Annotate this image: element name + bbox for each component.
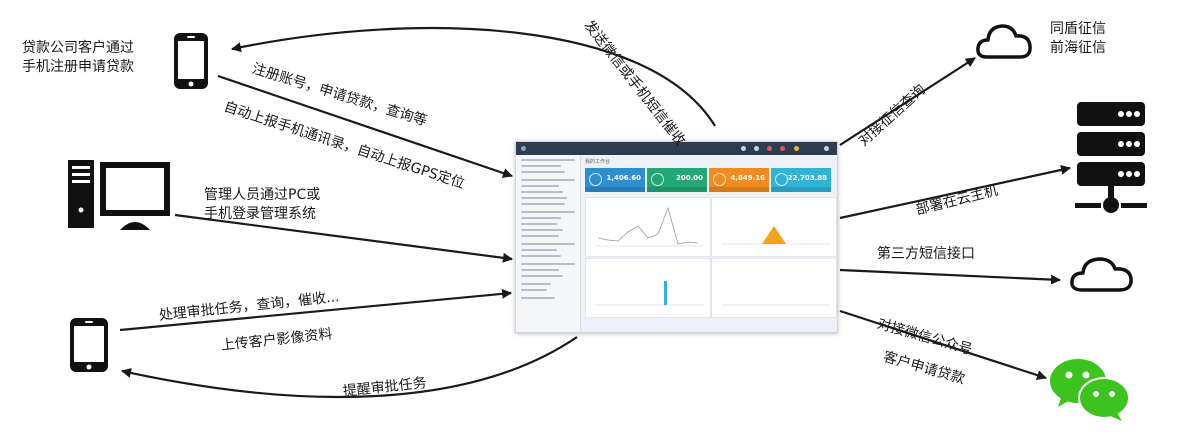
gauge-icon bbox=[651, 173, 664, 186]
arrow-phone-to-system-tasks bbox=[119, 288, 512, 332]
arrow-pc-to-system bbox=[174, 213, 513, 263]
loan-company-register-label: 贷款公司客户通过 手机注册申请贷款 bbox=[22, 40, 134, 75]
stat-card: 200.00 bbox=[647, 168, 707, 192]
line-chart-panel bbox=[585, 197, 711, 257]
sidebar-item bbox=[521, 269, 559, 271]
sidebar-item bbox=[521, 249, 557, 251]
mobile-phone-icon bbox=[70, 318, 108, 372]
sidebar-item bbox=[521, 255, 561, 257]
desktop-computer-icon bbox=[68, 160, 170, 230]
sidebar-item bbox=[521, 223, 557, 225]
stat-value: 22,703.88 bbox=[787, 174, 827, 182]
sidebar-item bbox=[521, 217, 561, 219]
menu-icon bbox=[521, 146, 526, 151]
bar-chart-panel bbox=[711, 258, 837, 318]
sidebar-item bbox=[521, 235, 559, 237]
sidebar-item bbox=[521, 185, 559, 187]
sidebar-item bbox=[521, 197, 567, 199]
dashboard-main: 我的工作台 1,406.60 200.00 4,849.16 22,703.88 bbox=[582, 155, 837, 332]
cloud-icon bbox=[976, 24, 1032, 59]
area-chart-panel bbox=[711, 197, 837, 257]
sidebar-item bbox=[521, 229, 563, 231]
admin-login-label: 管理人员通过PC或 手机登录管理系统 bbox=[204, 187, 321, 222]
stat-value: 4,849.16 bbox=[730, 174, 765, 182]
sidebar-item bbox=[521, 289, 547, 291]
sidebar-item bbox=[521, 191, 563, 193]
sidebar-item bbox=[521, 159, 575, 161]
bar-chart-thumbnail bbox=[722, 304, 830, 306]
sidebar-item bbox=[521, 263, 575, 265]
sidebar-item bbox=[521, 171, 565, 173]
arrow-system-to-wechat bbox=[839, 309, 1047, 380]
sidebar-item bbox=[521, 283, 551, 285]
power-icon bbox=[824, 146, 829, 151]
credit-providers-label: 同盾征信 前海征信 bbox=[1050, 21, 1106, 56]
loan-management-dashboard: 我的工作台 1,406.60 200.00 4,849.16 22,703.88 bbox=[515, 141, 838, 333]
arrow-system-to-sms-cloud bbox=[839, 268, 1061, 285]
dashboard-topbar bbox=[516, 142, 837, 155]
bar-chart-thumbnail bbox=[596, 281, 704, 306]
chart-icon bbox=[775, 173, 788, 186]
stat-card: 22,703.88 bbox=[771, 168, 831, 192]
area-chart-thumbnail bbox=[722, 226, 830, 245]
sms-api-label: 第三方短信接口 bbox=[877, 246, 975, 262]
stat-card: 4,849.16 bbox=[709, 168, 769, 192]
cloud-icon bbox=[1070, 257, 1133, 292]
dashboard-sidebar bbox=[516, 155, 581, 332]
wechat-logo-icon bbox=[1050, 359, 1130, 421]
alert-icon bbox=[780, 146, 785, 151]
sidebar-item bbox=[521, 243, 575, 245]
stat-card: 1,406.60 bbox=[585, 168, 645, 192]
arrow-phone-to-system bbox=[217, 74, 513, 178]
arrow-system-to-phone-sms bbox=[231, 26, 716, 127]
bar-chart-panel bbox=[585, 258, 711, 318]
coin-icon bbox=[589, 173, 602, 186]
avatar bbox=[794, 146, 799, 151]
runner-icon bbox=[713, 173, 726, 186]
sidebar-item bbox=[521, 179, 575, 181]
sidebar-item bbox=[521, 211, 575, 213]
mobile-phone-icon bbox=[174, 33, 208, 89]
sidebar-item bbox=[521, 297, 555, 299]
arrow-system-to-server bbox=[839, 165, 1071, 220]
sidebar-item bbox=[521, 275, 563, 277]
server-icon bbox=[1075, 102, 1147, 213]
line-chart-thumbnail bbox=[596, 206, 704, 247]
settings-icon bbox=[741, 146, 746, 151]
notification-icon bbox=[754, 146, 759, 151]
arrow-system-to-phone-remind bbox=[121, 336, 578, 399]
arrow-system-to-credit bbox=[839, 57, 976, 146]
stat-value: 200.00 bbox=[675, 174, 703, 182]
stat-value: 1,406.60 bbox=[606, 174, 641, 182]
page-title: 我的工作台 bbox=[585, 159, 611, 165]
sidebar-item bbox=[521, 203, 565, 205]
sidebar-item bbox=[521, 165, 561, 167]
message-icon bbox=[767, 146, 772, 151]
